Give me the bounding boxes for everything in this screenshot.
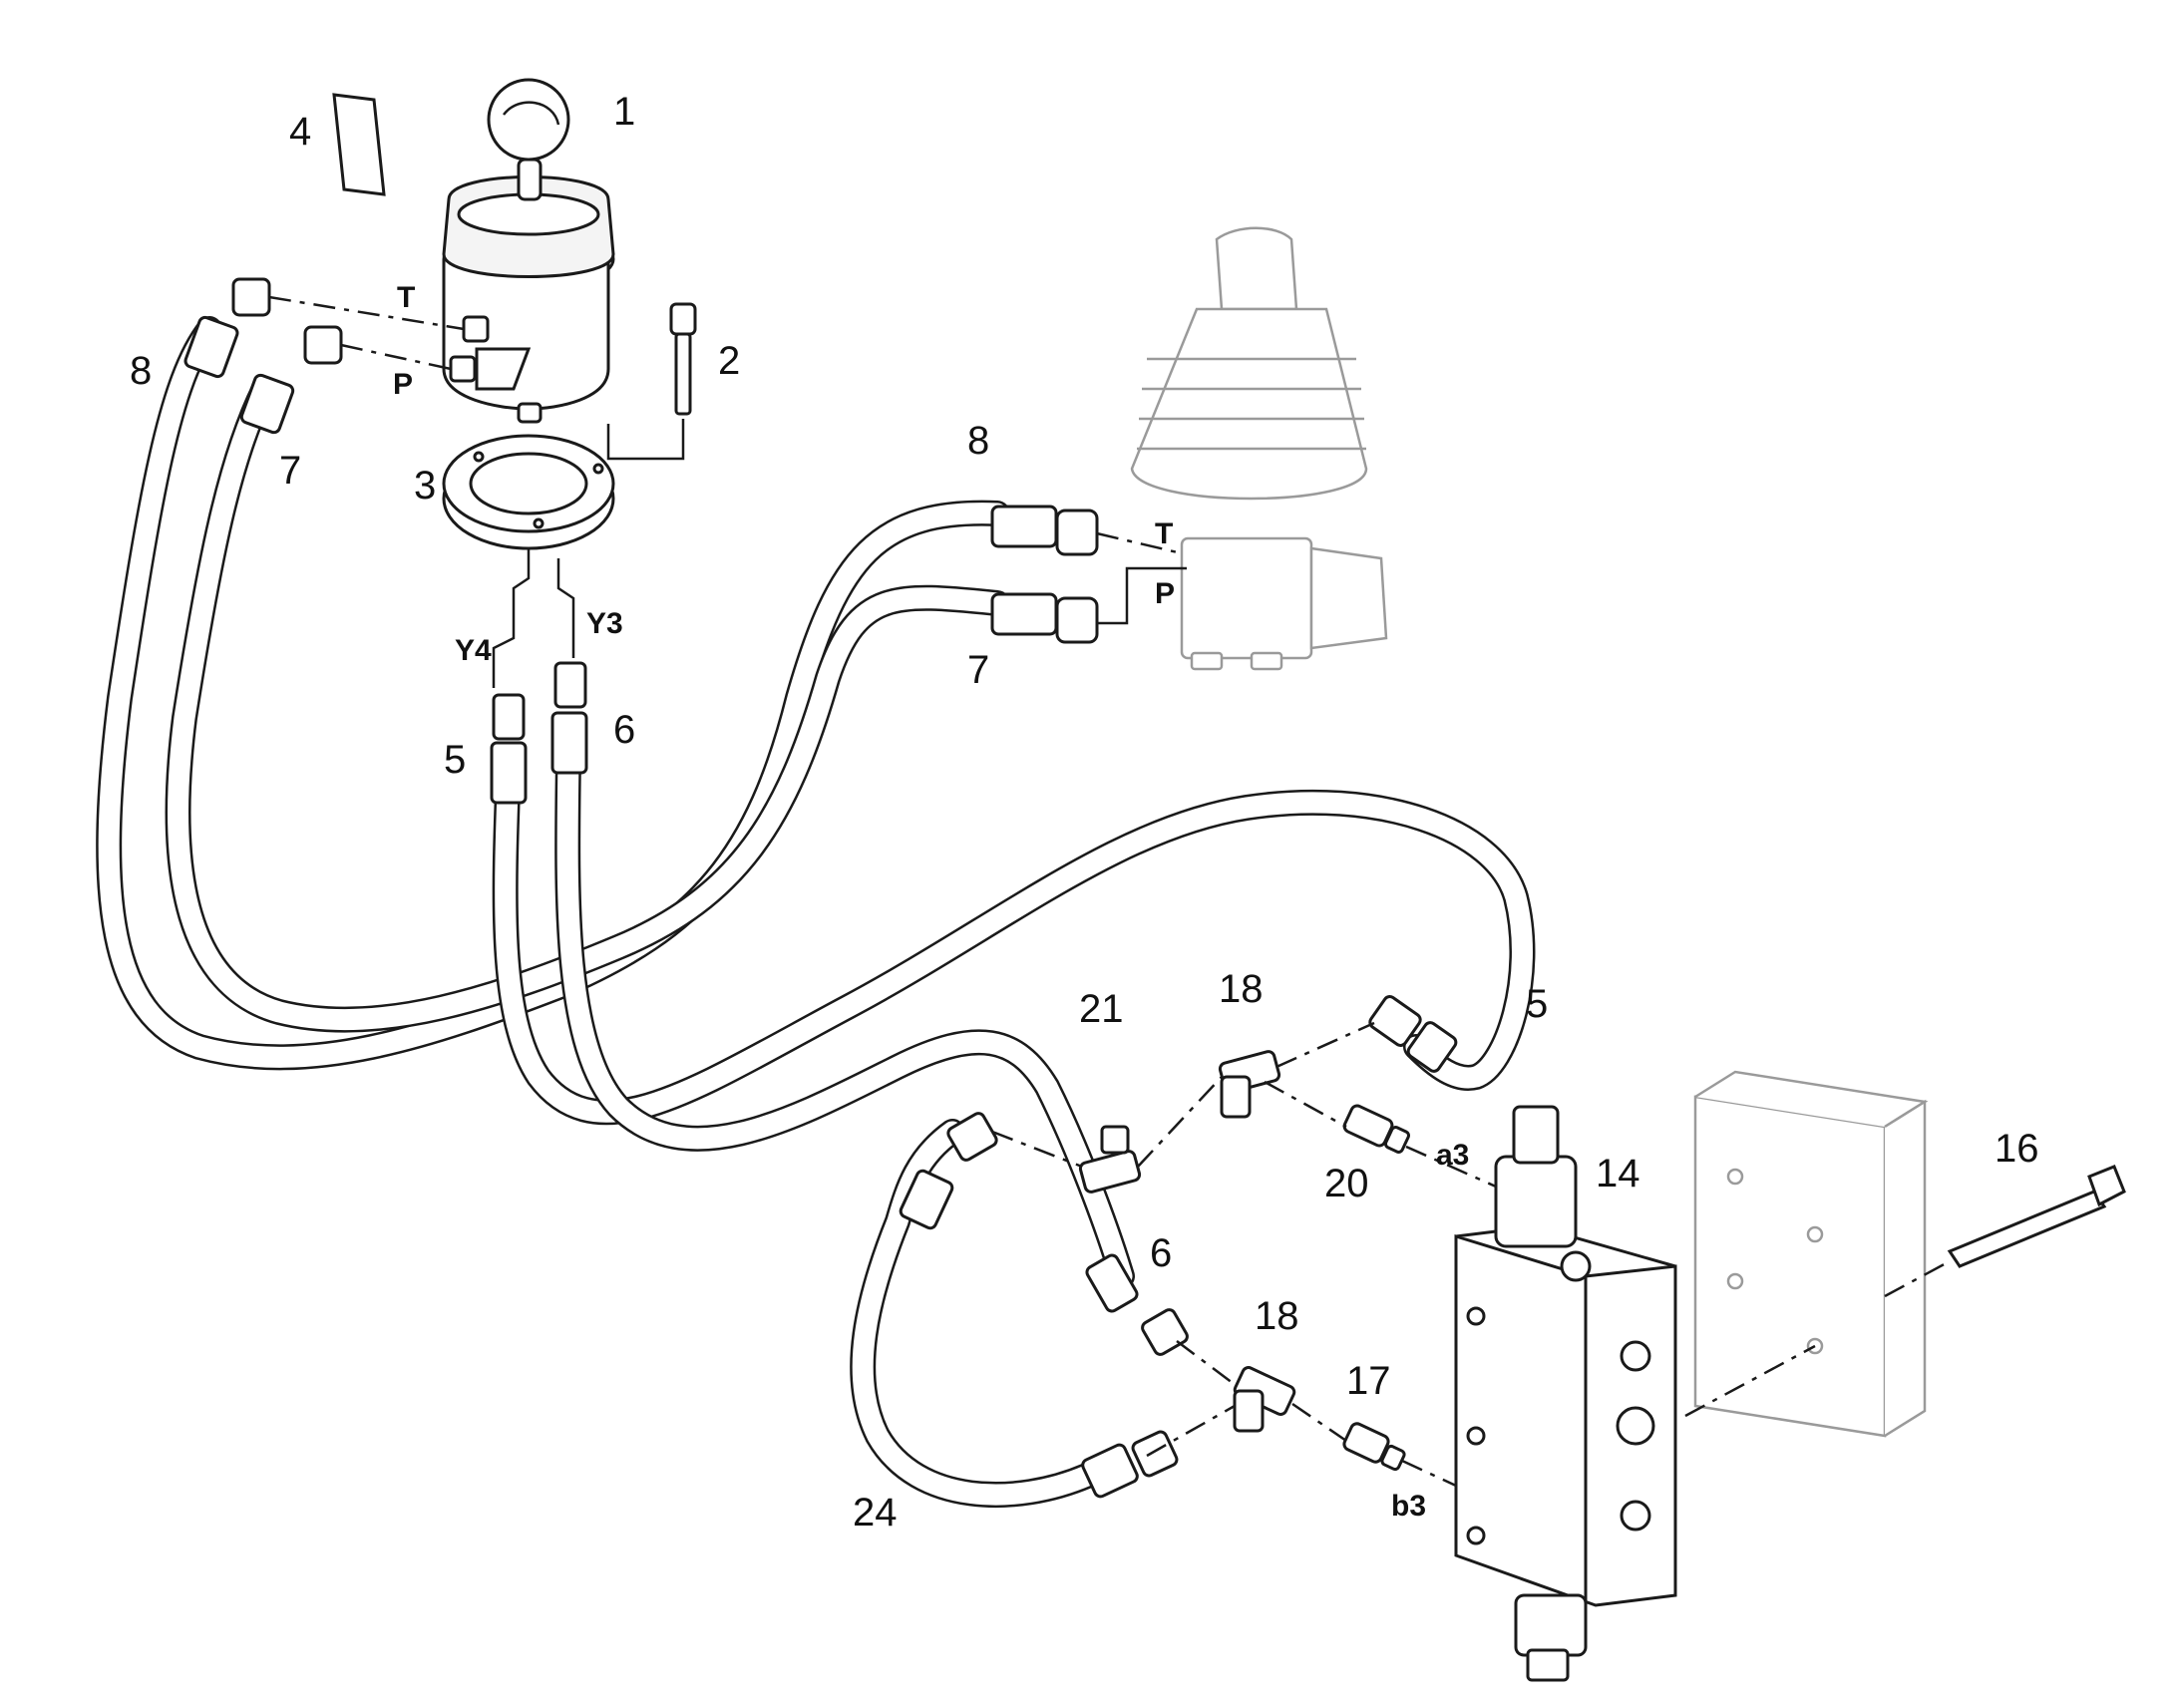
- callout-20: 20: [1324, 1162, 1369, 1205]
- hose-8: [96, 316, 1010, 1071]
- hose-7: [165, 376, 1010, 1033]
- callout-14: 14: [1596, 1152, 1640, 1196]
- callout-17: 17: [1346, 1359, 1391, 1403]
- fitting-18-upper: [1218, 1050, 1281, 1119]
- screw: [669, 302, 697, 416]
- port-label-y3: Y3: [586, 607, 623, 640]
- pilot-valve-left: [442, 78, 615, 424]
- fitting-17: [1342, 1422, 1406, 1472]
- callout-7: 7: [279, 449, 301, 493]
- port-label-t: T: [397, 281, 415, 314]
- port-label-b3: b3: [1391, 1490, 1426, 1523]
- label-plate: [332, 93, 386, 196]
- port-label-y4: Y4: [455, 634, 492, 667]
- port-label-t: T: [1155, 517, 1173, 550]
- fitting-18-lower: [1233, 1366, 1296, 1433]
- bolt: [1947, 1165, 2126, 1268]
- port-label-a3: a3: [1436, 1139, 1469, 1172]
- leader-lines: [268, 295, 1951, 1488]
- callout-1: 1: [613, 90, 635, 134]
- callout-18: 18: [1255, 1294, 1299, 1338]
- callout-8: 8: [130, 349, 152, 393]
- callout-6: 6: [613, 708, 635, 752]
- callout-3: 3: [414, 464, 436, 508]
- fitting-21: [1078, 1125, 1142, 1194]
- fitting-20: [1342, 1104, 1410, 1154]
- port-labels: T P T P Y4 Y3 a3 b3: [393, 281, 1469, 1523]
- hose-6: [554, 745, 1135, 1289]
- valve-block: [1454, 1105, 1677, 1682]
- mounting-plate: [1693, 1070, 1929, 1438]
- callout-4: 4: [289, 110, 311, 154]
- hoses: [96, 316, 1536, 1509]
- port-label-p: P: [393, 368, 413, 401]
- callout-6: 6: [1150, 1231, 1172, 1275]
- callout-2: 2: [718, 339, 740, 383]
- callout-16: 16: [1995, 1127, 2039, 1171]
- callout-24: 24: [853, 1491, 898, 1535]
- callouts: 1 2 3 4 5 5 6 6 7 7 8 8 14 16 17 18 18 2…: [130, 90, 2039, 1535]
- joystick-right: [1130, 226, 1388, 671]
- callout-18: 18: [1219, 967, 1264, 1011]
- callout-5: 5: [444, 738, 466, 782]
- callout-7: 7: [967, 648, 989, 692]
- hose-fittings: [183, 277, 1458, 1499]
- callout-21: 21: [1079, 987, 1124, 1031]
- callout-5: 5: [1526, 982, 1548, 1026]
- hose-5: [492, 750, 1536, 1126]
- port-label-p: P: [1155, 577, 1175, 610]
- callout-8: 8: [967, 419, 989, 463]
- hose-24: [850, 1119, 1100, 1509]
- mounting-ring: [442, 434, 615, 550]
